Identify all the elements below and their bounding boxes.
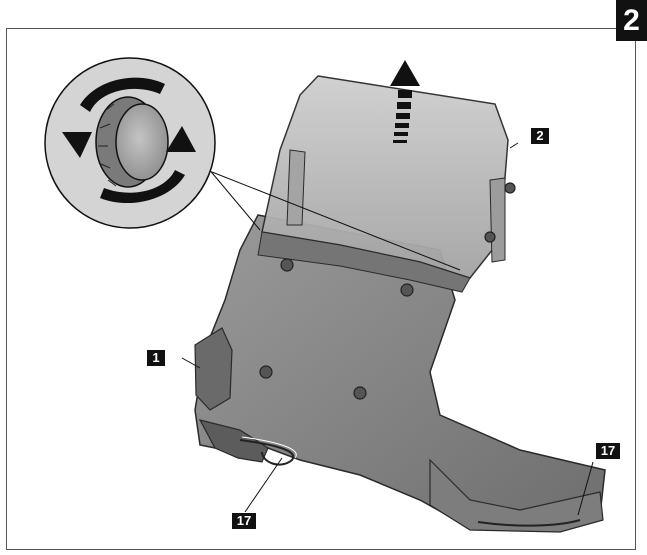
- left-mount: [194, 327, 233, 411]
- leader-lines: [181, 142, 594, 516]
- callout-mount-left: 1: [147, 350, 165, 366]
- mounting-bolts: [259, 182, 516, 400]
- page-number-badge: 2: [616, 0, 647, 41]
- callout-windshield: 2: [531, 128, 549, 144]
- callout-cable-left: 17: [232, 513, 256, 529]
- fairing-tail: [429, 458, 604, 533]
- lower-bracket: [198, 419, 269, 463]
- callout-cable-right: 17: [596, 443, 620, 459]
- adjustment-knob-detail: [95, 96, 169, 188]
- up-arrow-icon: [390, 60, 420, 143]
- rotate-arrows-icon: [62, 77, 196, 204]
